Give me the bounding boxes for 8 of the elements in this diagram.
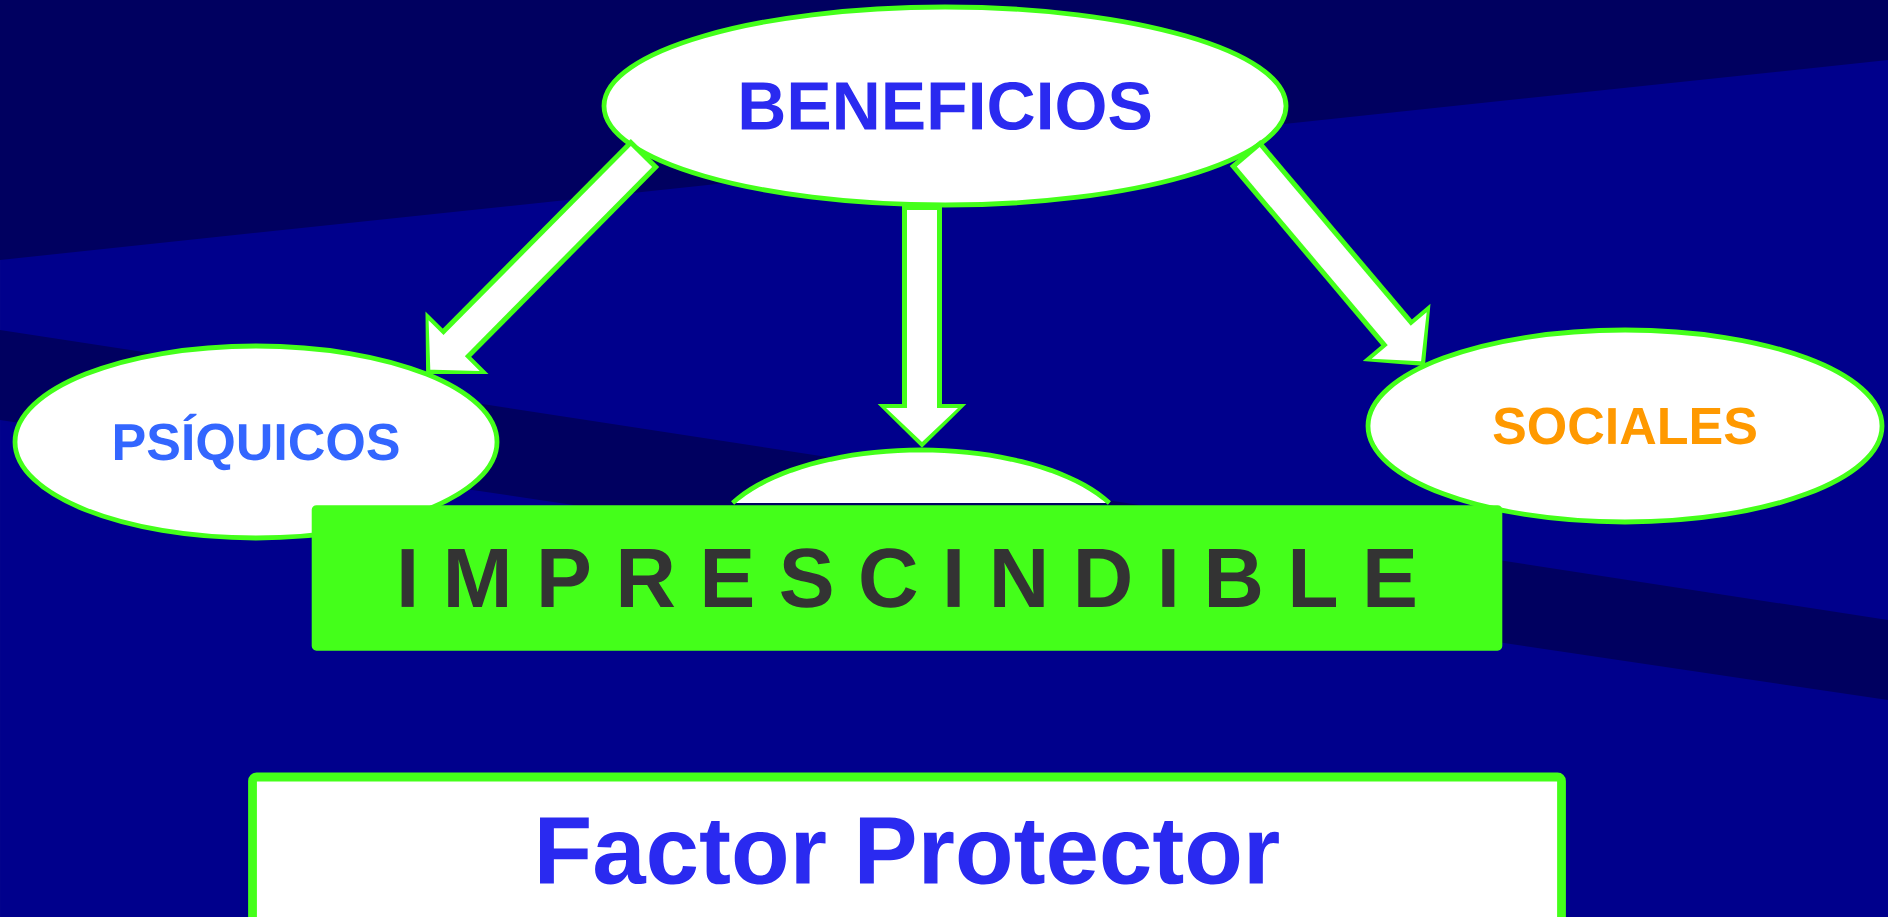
block-arrow	[1229, 140, 1431, 366]
ellipse-node: BENEFICIOS	[601, 4, 1289, 208]
ellipse-node	[731, 447, 1111, 505]
block-arrow	[425, 138, 660, 374]
ellipse-node: PSÍQUICOS	[12, 343, 500, 541]
ellipse-node: SOCIALES	[1365, 327, 1885, 525]
banner-box: I M P R E S C I N D I B L E	[311, 505, 1503, 651]
text-box: Factor Protector	[248, 772, 1566, 917]
